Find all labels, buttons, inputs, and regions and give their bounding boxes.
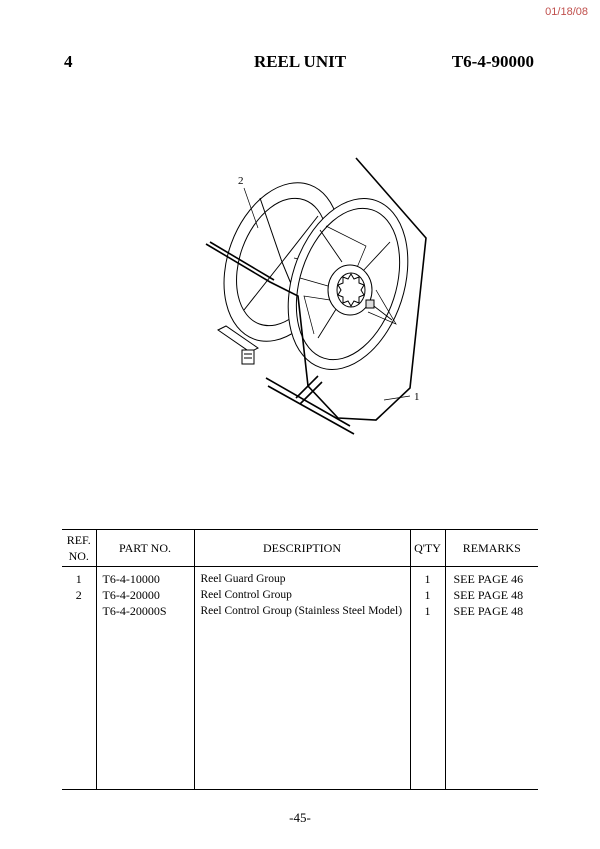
table-cell: T6-4-20000S xyxy=(102,604,167,618)
catalog-number: T6-4-90000 xyxy=(451,52,534,71)
header-part-no: PART NO. xyxy=(95,529,194,567)
header-ref-line2: NO. xyxy=(68,549,89,563)
header-qty: Q'TY xyxy=(409,529,445,567)
section-number: 4 xyxy=(64,52,73,71)
header-ref-no: REF. NO. xyxy=(62,529,96,567)
table-header-row: REF. NO. PART NO. DESCRIPTION Q'TY REMAR… xyxy=(62,529,538,567)
table-body-row: 1 2 T6-4-10000 T6-4-20000 T6-4-20000S Re… xyxy=(62,566,538,790)
table-cell: T6-4-10000 xyxy=(102,572,160,586)
ref-column: 1 2 xyxy=(62,566,96,790)
callout-2: 2 xyxy=(238,175,244,187)
table-cell: 1 xyxy=(424,588,431,602)
table-cell: T6-4-20000 xyxy=(102,588,160,602)
table-cell: SEE PAGE 48 xyxy=(453,588,524,602)
table-cell: Reel Control Group xyxy=(200,589,292,601)
table-cell: SEE PAGE 46 xyxy=(453,572,524,586)
reel-hub xyxy=(327,264,375,316)
table-cell: SEE PAGE 48 xyxy=(453,604,524,618)
date-stamp: 01/18/08 xyxy=(545,6,588,18)
reel-guard-frame xyxy=(205,157,427,435)
mount-bracket xyxy=(217,325,259,365)
page-number: -45- xyxy=(289,810,311,825)
table-cell: 1 xyxy=(424,604,431,618)
table-cell: 2 xyxy=(75,588,82,602)
reel-unit-drawing: 2 1 xyxy=(205,157,427,435)
table-cell: Reel Control Group (Stainless Steel Mode… xyxy=(200,605,403,617)
table-cell xyxy=(62,603,96,619)
header-description: DESCRIPTION xyxy=(193,529,410,567)
description-column: Reel Guard Group Reel Control Group Reel… xyxy=(193,566,410,790)
header-remarks: REMARKS xyxy=(444,529,538,567)
table-cell: 1 xyxy=(75,572,82,586)
parts-table: REF. NO. PART NO. DESCRIPTION Q'TY REMAR… xyxy=(62,529,538,790)
header-ref-line1: REF. xyxy=(66,533,91,547)
callout-1: 1 xyxy=(414,391,420,403)
table-cell: 1 xyxy=(424,572,431,586)
qty-column: 1 1 1 xyxy=(409,566,445,790)
page-title: REEL UNIT xyxy=(253,52,347,71)
remarks-column: SEE PAGE 46 SEE PAGE 48 SEE PAGE 48 xyxy=(444,566,538,790)
table-cell: Reel Guard Group xyxy=(200,573,286,585)
part-no-column: T6-4-10000 T6-4-20000 T6-4-20000S xyxy=(95,566,194,790)
